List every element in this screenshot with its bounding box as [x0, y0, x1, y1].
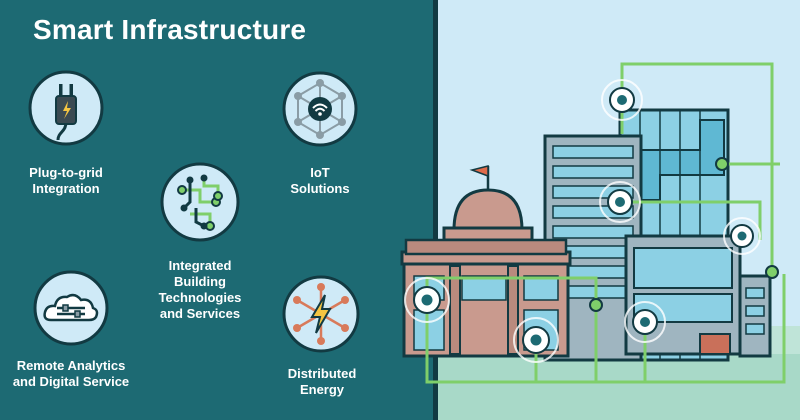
retail-building — [624, 234, 772, 358]
feature-panel: Smart Infrastructure Plug-to-grid Integr… — [0, 0, 436, 420]
circuit-icon — [160, 162, 240, 242]
feature-label-iot: IoT Solutions — [290, 165, 350, 196]
sensor-nodes — [404, 79, 779, 363]
feature-label-building: Integrated Building Technologies and Ser… — [158, 258, 242, 321]
feature-label-plug: Plug-to-grid Integration — [29, 165, 103, 196]
feature-label-remote: Remote Analytics and Digital Service — [12, 358, 130, 389]
lightning-network-icon — [282, 275, 360, 353]
page-title: Smart Infrastructure — [33, 14, 307, 45]
iot-network-icon — [282, 71, 358, 147]
feature-label-energy: Distributed Energy — [287, 366, 357, 397]
cloud-sliders-icon — [33, 270, 109, 346]
panel-divider — [433, 0, 438, 420]
network-lines — [425, 62, 786, 384]
plug-icon — [28, 70, 104, 146]
